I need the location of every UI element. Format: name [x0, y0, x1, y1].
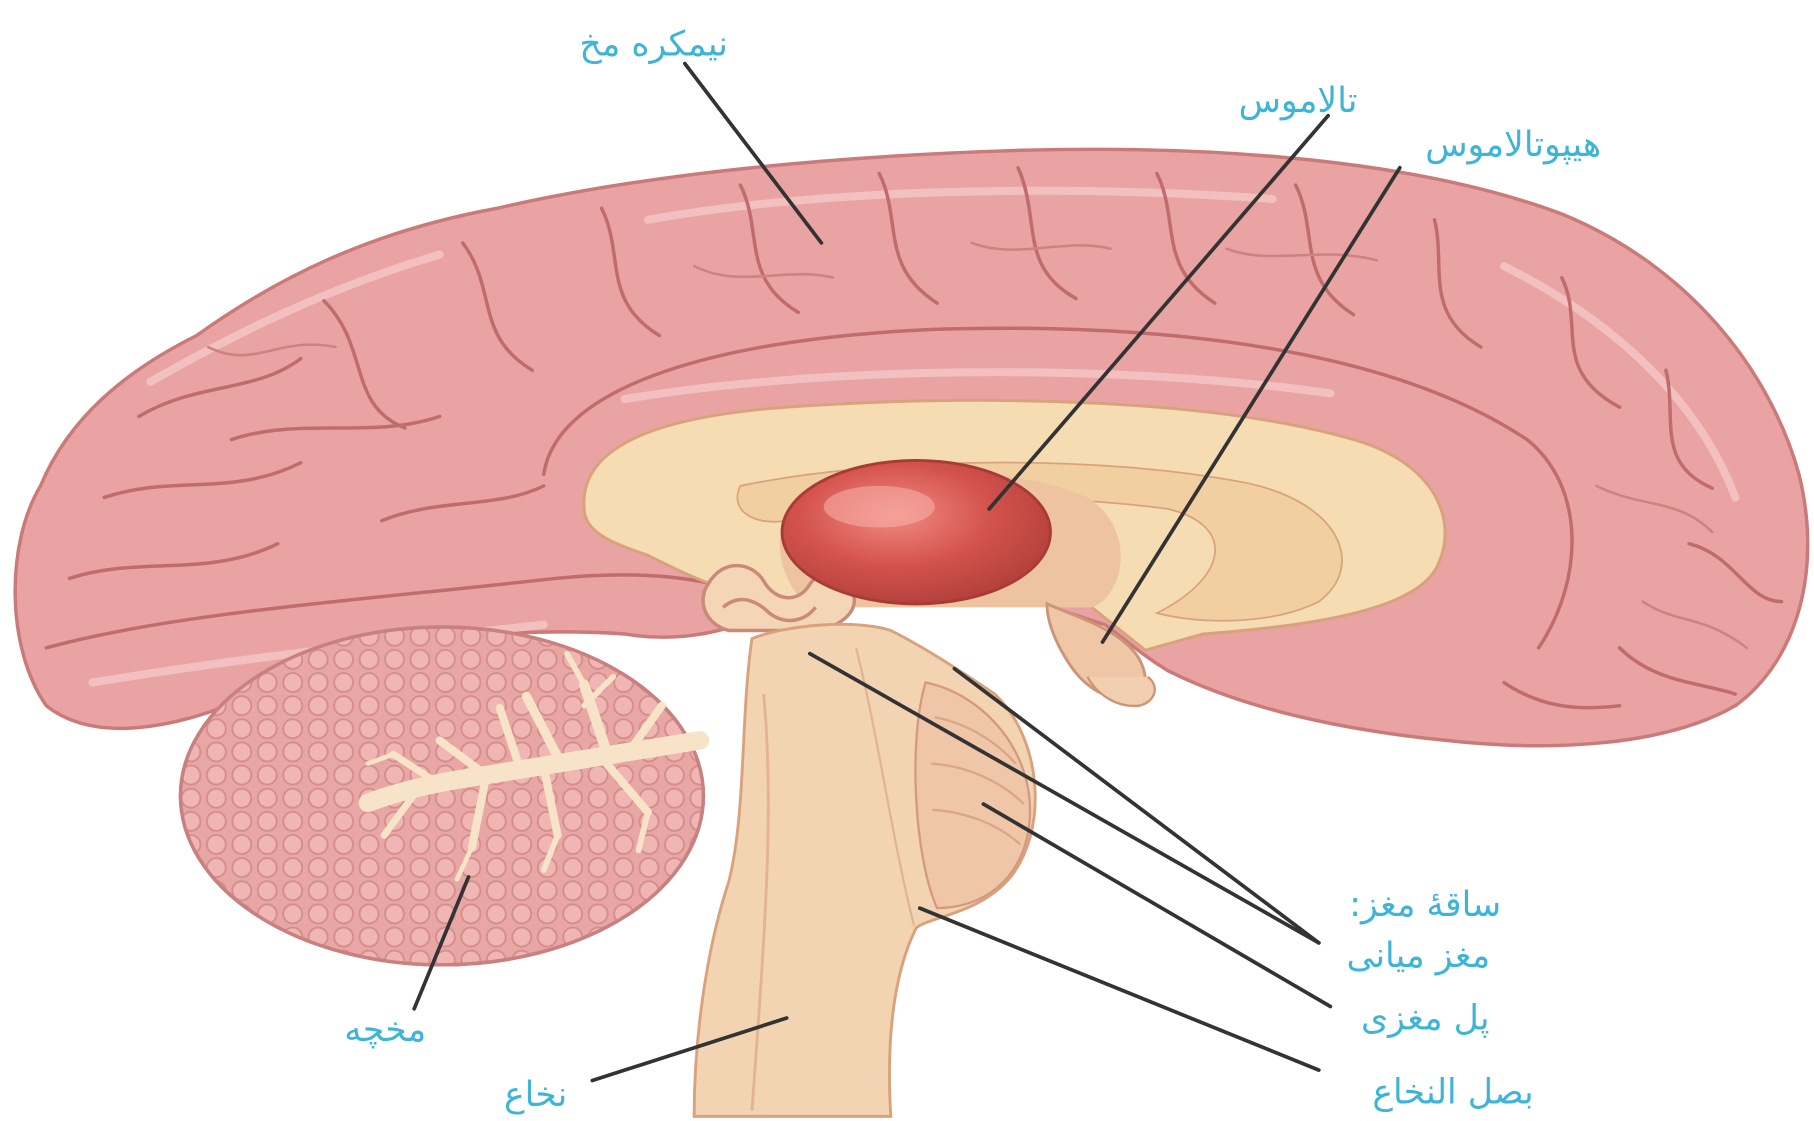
label-medulla: بصل النخاع	[1372, 1073, 1533, 1113]
thalamus-highlight	[824, 486, 935, 528]
leader-line-pons	[983, 804, 1330, 1006]
label-midbrain: مغز میانی	[1346, 936, 1490, 976]
label-pons: پل مغزی	[1361, 999, 1490, 1039]
label-thalamus: تالاموس	[1239, 81, 1358, 121]
label-hypothalamus: هیپوتالاموس	[1425, 125, 1601, 165]
label-cerebrum: نیمکره مخ	[579, 25, 728, 65]
label-spinal-cord: نخاع	[504, 1075, 567, 1115]
label-brainstem: ساقهٔ مغز:	[1349, 885, 1501, 925]
label-cerebellum: مخچه	[344, 1010, 426, 1050]
pituitary-shape	[1087, 677, 1154, 706]
leader-line-medulla	[920, 908, 1319, 1070]
